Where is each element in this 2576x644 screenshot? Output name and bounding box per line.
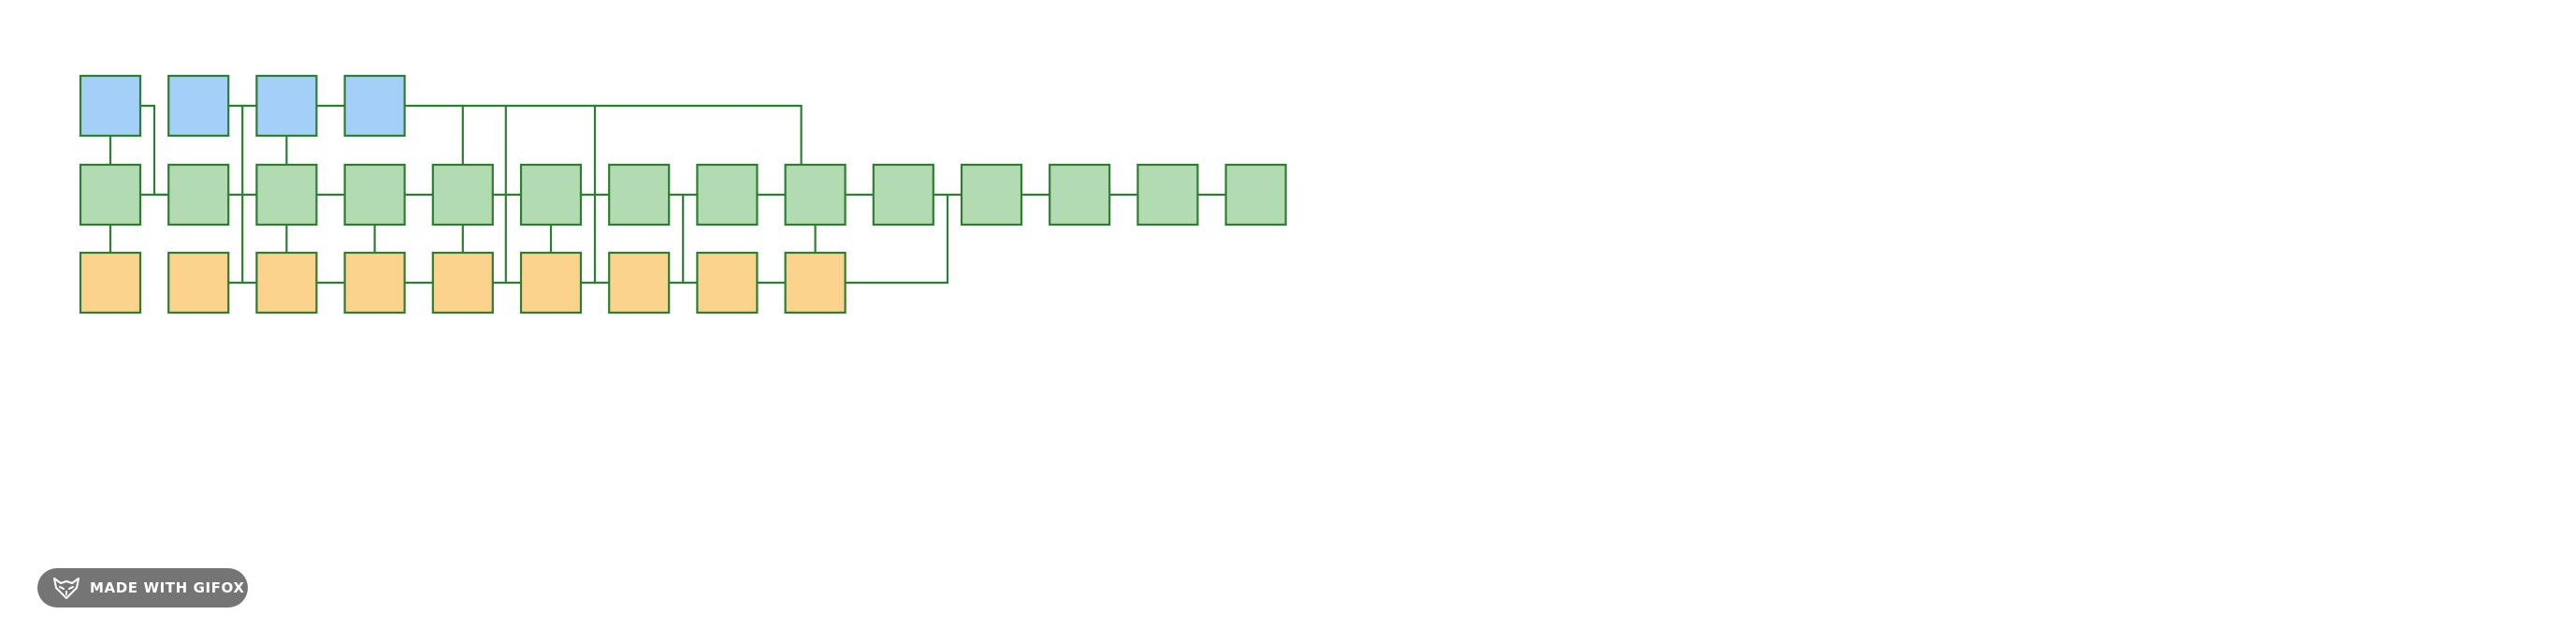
node-top-4	[343, 74, 406, 138]
node-bottom-9	[784, 251, 847, 315]
node-bottom-5	[431, 251, 494, 315]
node-middle-12	[1049, 163, 1111, 227]
node-top-2	[167, 74, 230, 138]
node-bottom-4	[343, 251, 406, 315]
connector-lines	[109, 104, 1227, 285]
made-with-gifox-badge[interactable]: MADE WITH GIFOX	[37, 568, 248, 607]
badge-label: MADE WITH GIFOX	[90, 579, 245, 596]
node-top-1	[79, 74, 142, 138]
node-middle-2	[167, 163, 230, 227]
connector-line-38	[844, 193, 949, 285]
node-middle-5	[431, 163, 494, 227]
node-middle-8	[696, 163, 759, 227]
diagram-nodes	[79, 74, 1287, 315]
node-middle-7	[608, 163, 671, 227]
node-bottom-6	[519, 251, 583, 315]
node-middle-4	[343, 163, 406, 227]
node-middle-13	[1136, 163, 1199, 227]
node-bottom-3	[255, 251, 318, 315]
node-middle-9	[784, 163, 847, 227]
node-middle-1	[79, 163, 142, 227]
node-bottom-8	[696, 251, 759, 315]
node-middle-14	[1224, 163, 1287, 227]
node-middle-10	[872, 163, 934, 227]
node-top-3	[255, 74, 318, 138]
node-middle-11	[960, 163, 1023, 227]
fox-icon	[52, 576, 80, 600]
node-bottom-1	[79, 251, 142, 315]
node-bottom-2	[167, 251, 230, 315]
node-middle-3	[255, 163, 318, 227]
node-bottom-7	[608, 251, 671, 315]
connector-line-30	[138, 104, 170, 197]
node-middle-6	[519, 163, 583, 227]
